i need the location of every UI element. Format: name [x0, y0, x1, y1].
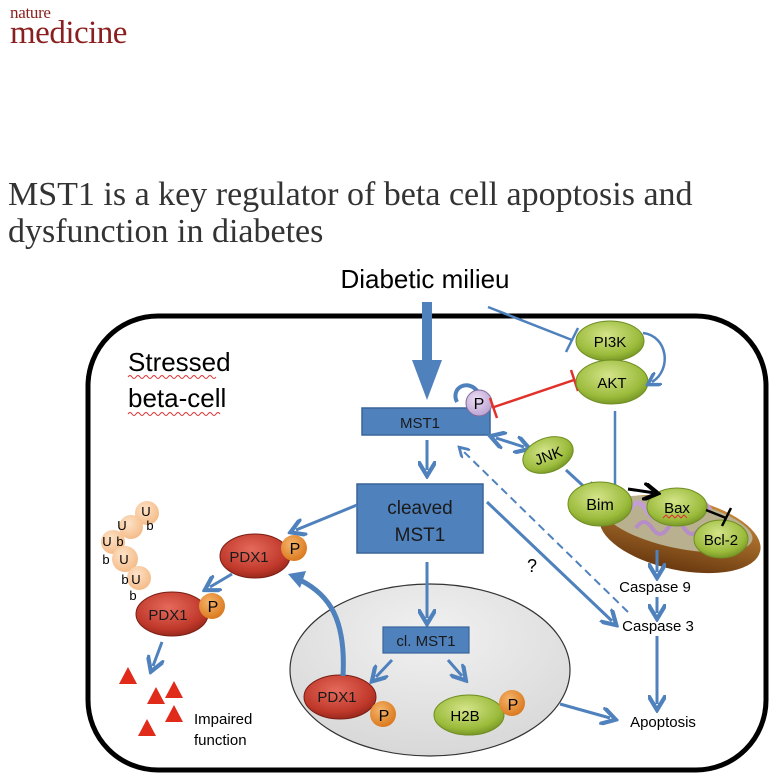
spellcheck-underline — [127, 375, 217, 379]
h2b-node — [433, 694, 505, 736]
cyto-pdx1-phospho-label: P — [290, 541, 301, 558]
cleaved-mst1-label-2: MST1 — [395, 525, 446, 546]
arrow-milieu-to-mst1 — [422, 302, 432, 362]
apoptosis-label: Apoptosis — [630, 714, 696, 731]
ubiquitin-b: b — [146, 518, 153, 533]
cl-mst1-box — [382, 626, 470, 654]
ubiquitin-b: b — [102, 552, 109, 567]
cl-mst1-label: cl. MST1 — [396, 633, 455, 650]
logo-nature: nature — [10, 3, 51, 22]
arrow-clmst1-pdx1 — [376, 658, 394, 677]
page-title: MST1 is a key regulator of beta cell apo… — [8, 176, 693, 250]
ub-pdx1-label: PDX1 — [148, 607, 187, 624]
ubiquitin-b: b — [129, 588, 136, 603]
arrow-bim-bax — [627, 489, 655, 493]
ubiquitin-u: U — [102, 534, 111, 549]
arrow-pdx1-ubiquitinated — [210, 572, 233, 587]
nuclear-pdx1-phospho-label: P — [379, 708, 390, 725]
h2b-phospho — [499, 690, 525, 716]
jnk-node — [522, 436, 574, 474]
impaired-label-1: Impaired — [194, 711, 252, 728]
ubiquitin-u: U — [131, 572, 140, 587]
caspase9-label: Caspase 9 — [619, 579, 691, 596]
cleaved-mst1-box — [356, 483, 484, 554]
bax-label: Bax — [664, 500, 690, 517]
cell-label-stressed: Stressed — [128, 347, 231, 377]
ubiquitin-u: U — [119, 552, 128, 567]
nuclear-pdx1-label: PDX1 — [317, 689, 356, 706]
caspase3-label: Caspase 3 — [622, 618, 694, 635]
h2b-label: H2B — [450, 708, 479, 725]
impaired-label-2: function — [194, 732, 247, 749]
arrow-pdx1-export — [298, 577, 346, 677]
arrow-pdx1-impaired — [153, 641, 162, 666]
cell-label-beta-cell: beta-cell — [128, 383, 226, 413]
nuclear-pdx1-phospho — [370, 701, 396, 727]
ubiquitin-b: b — [121, 572, 128, 587]
cleaved-mst1-label-1: cleaved — [387, 498, 453, 519]
cyto-pdx1-phospho — [281, 535, 307, 561]
nuclear-pdx1-node — [303, 674, 377, 720]
bcl2-node — [693, 519, 749, 559]
stimulus-label: Diabetic milieu — [340, 264, 509, 294]
logo-medicine: medicine — [10, 15, 127, 51]
inhibit-bcl2-bax — [705, 508, 727, 520]
journal-logo: nature medicine — [10, 4, 127, 50]
ubiquitin-u: U — [141, 504, 150, 519]
arrow-pi3k-to-akt — [642, 331, 666, 382]
ubiquitin-chain: U b U U b b U b U b — [101, 501, 159, 603]
ubiquitin-b: b — [116, 534, 123, 549]
bim-node — [567, 481, 633, 527]
arrow-nucleus-apoptosis — [559, 702, 610, 718]
ub-pdx1-phospho-label: P — [208, 599, 219, 616]
h2b-phospho-label: P — [508, 697, 519, 714]
arrow-cleaved-pdx1 — [296, 503, 358, 530]
mst1-phospho-label: P — [474, 396, 485, 413]
inhibit-akt-mst1 — [493, 378, 575, 409]
question-mark: ? — [527, 556, 537, 576]
spellcheck-underline — [127, 412, 221, 416]
bcl2-label: Bcl-2 — [704, 532, 738, 549]
ubiquitin-u: U — [117, 518, 126, 533]
arrow-clmst1-h2b — [446, 659, 462, 676]
akt-label: AKT — [597, 375, 626, 392]
cyto-pdx1-label: PDX1 — [229, 549, 268, 566]
bim-label: Bim — [586, 497, 614, 514]
ub-pdx1-phospho — [199, 593, 225, 619]
pi3k-label: PI3K — [594, 334, 627, 351]
arrow-head — [412, 360, 442, 400]
autophosphorylation-arrow — [453, 383, 480, 403]
inhibit-milieu-pi3k — [487, 305, 573, 342]
mst1-box — [361, 407, 491, 436]
arrow-cleaved-casp3 — [485, 500, 612, 621]
impaired-granules — [119, 667, 183, 736]
arrow-mst1-jnk — [496, 438, 524, 447]
mst1-label: MST1 — [400, 415, 440, 432]
